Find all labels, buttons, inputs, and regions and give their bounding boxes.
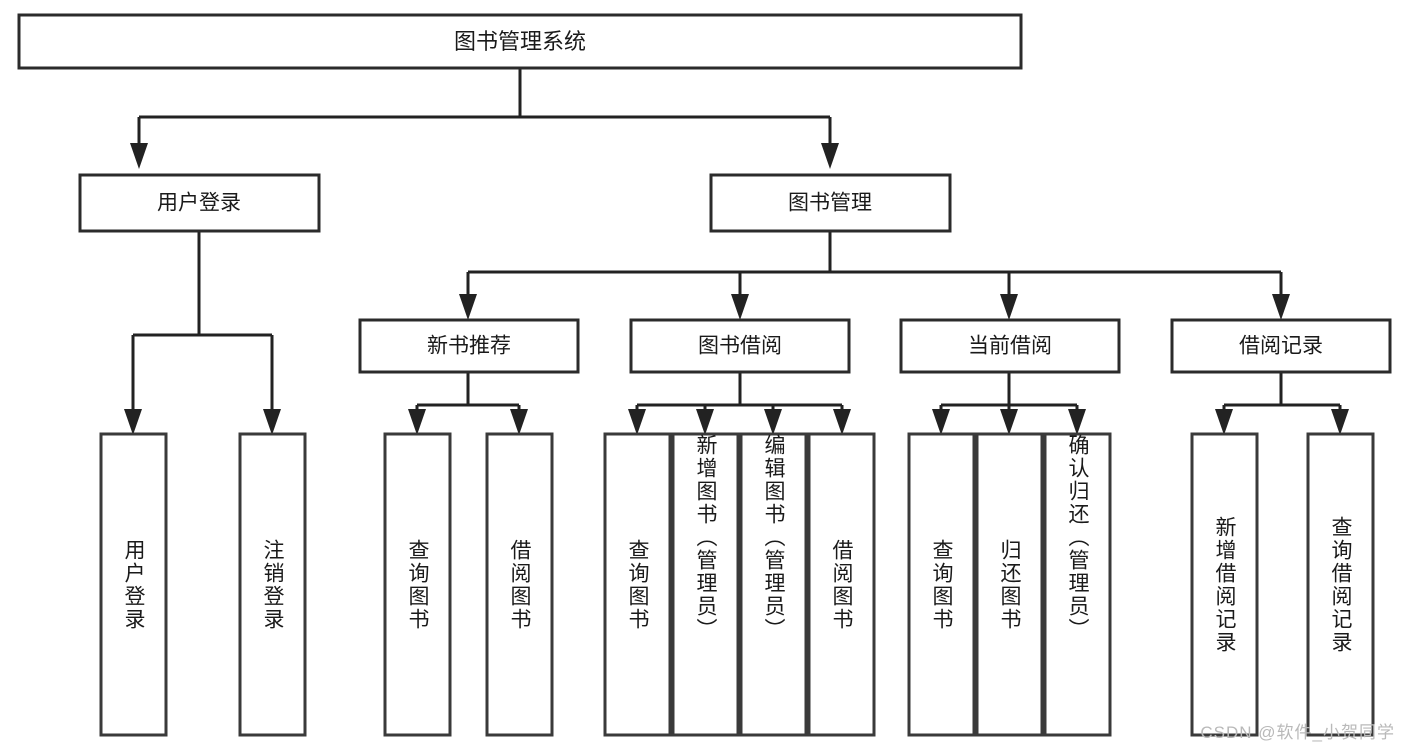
leaf-label: 查询图书 [930, 538, 953, 631]
leaf-label: 新增借阅记录 [1213, 515, 1236, 654]
leaf-label: 新增图书（管理员） [694, 434, 717, 641]
node-book-management[interactable]: 图书管理 [709, 173, 952, 233]
leaf-box[interactable] [739, 432, 808, 737]
node-root-label: 图书管理系统 [454, 29, 586, 54]
leaf-boxes [99, 432, 1375, 737]
node-new-book-recommend[interactable]: 新书推荐 [358, 318, 580, 374]
leaf-user-login[interactable]: 用户登录 [101, 434, 166, 735]
leaf-current-return-book[interactable]: 归还图书 [977, 434, 1042, 735]
leaf-current-query-book[interactable]: 查询图书 [909, 434, 974, 735]
leaf-box[interactable] [907, 432, 976, 737]
leaf-box[interactable] [1043, 432, 1112, 737]
node-user-login-label: 用户登录 [157, 192, 241, 215]
connector-borrowrecord-to-leaves [1215, 372, 1349, 435]
connector-currentborrow-to-leaves [932, 372, 1086, 435]
leaf-borrow-query-book[interactable]: 查询图书 [605, 434, 670, 735]
leaf-record-query-record[interactable]: 查询借阅记录 [1308, 434, 1373, 735]
node-user-login[interactable]: 用户登录 [78, 173, 321, 233]
leaf-record-add-record[interactable]: 新增借阅记录 [1192, 434, 1257, 735]
watermark-text: CSDN @软件_小贺同学 [1200, 723, 1395, 742]
leaf-box[interactable] [807, 432, 876, 737]
leaf-label: 查询图书 [406, 538, 429, 631]
leaf-box[interactable] [383, 432, 452, 737]
node-borrow-record-label: 借阅记录 [1239, 335, 1323, 358]
leaf-label: 借阅图书 [830, 538, 853, 631]
node-book-management-label: 图书管理 [788, 192, 872, 215]
node-root[interactable]: 图书管理系统 [17, 13, 1023, 70]
leaf-current-confirm-return-admin[interactable]: 确认归还（管理员） [1045, 434, 1110, 735]
node-current-borrow-label: 当前借阅 [968, 335, 1052, 358]
leaf-box[interactable] [1190, 432, 1259, 737]
leaf-label: 确认归还（管理员） [1066, 434, 1089, 641]
leaf-label: 用户登录 [122, 538, 145, 631]
node-book-borrow[interactable]: 图书借阅 [629, 318, 851, 374]
node-book-borrow-label: 图书借阅 [698, 335, 782, 358]
leaf-label: 注销登录 [261, 538, 284, 631]
leaf-label: 查询图书 [626, 538, 649, 631]
leaf-box[interactable] [975, 432, 1044, 737]
leaf-label: 归还图书 [998, 538, 1021, 631]
leaf-borrow-add-book-admin[interactable]: 新增图书（管理员） [673, 434, 738, 735]
leaf-label: 编辑图书（管理员） [762, 434, 785, 641]
leaf-box[interactable] [238, 432, 307, 737]
leaf-label: 借阅图书 [508, 538, 531, 631]
node-new-book-recommend-label: 新书推荐 [427, 335, 511, 358]
node-current-borrow[interactable]: 当前借阅 [899, 318, 1121, 374]
leaf-box[interactable] [485, 432, 554, 737]
connector-userlogin-to-leaves [124, 231, 281, 435]
connector-root-to-level2 [130, 68, 839, 169]
connector-bookmgmt-to-level3 [459, 231, 1290, 320]
leaf-newbook-query-book[interactable]: 查询图书 [385, 434, 450, 735]
node-borrow-record[interactable]: 借阅记录 [1170, 318, 1392, 374]
leaf-box[interactable] [671, 432, 740, 737]
leaf-box[interactable] [603, 432, 672, 737]
connector-newbook-to-leaves [408, 372, 528, 435]
leaf-newbook-borrow-book[interactable]: 借阅图书 [487, 434, 552, 735]
leaf-box[interactable] [99, 432, 168, 737]
leaf-borrow-borrow-book[interactable]: 借阅图书 [809, 434, 874, 735]
leaf-borrow-edit-book-admin[interactable]: 编辑图书（管理员） [741, 434, 806, 735]
leaf-box[interactable] [1306, 432, 1375, 737]
leaf-label: 查询借阅记录 [1329, 515, 1352, 654]
leaf-logout[interactable]: 注销登录 [240, 434, 305, 735]
connector-bookborrow-to-leaves [628, 372, 851, 435]
